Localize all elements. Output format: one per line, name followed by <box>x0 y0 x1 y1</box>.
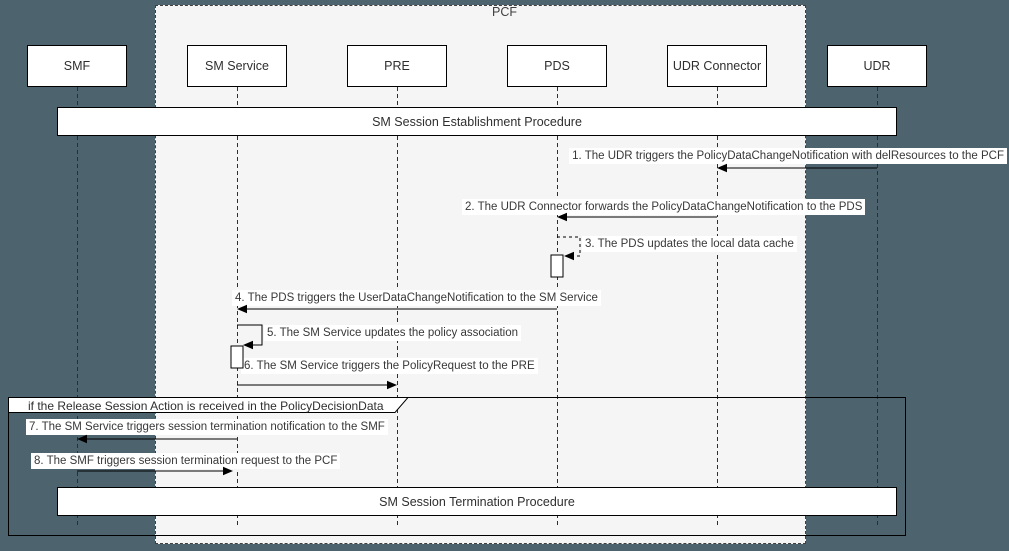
actor-label-udr-connector: UDR Connector <box>672 59 762 73</box>
procedure-band-termination: SM Session Termination Procedure <box>57 487 897 516</box>
message-label-4: 4. The PDS triggers the UserDataChangeNo… <box>232 290 601 306</box>
message-label-8: 8. The SMF triggers session termination … <box>31 453 341 469</box>
actor-box-udr-connector: UDR Connector <box>667 45 767 87</box>
message-label-1: 1. The UDR triggers the PolicyDataChange… <box>569 148 1007 164</box>
procedure-band-establishment: SM Session Establishment Procedure <box>57 107 897 136</box>
condition-frame <box>8 397 906 536</box>
actor-box-udr: UDR <box>827 45 927 87</box>
procedure-band-termination-label: SM Session Termination Procedure <box>379 494 575 509</box>
message-label-6: 6. The SM Service triggers the PolicyReq… <box>241 358 538 374</box>
procedure-band-establishment-label: SM Session Establishment Procedure <box>372 114 582 129</box>
actor-label-pds: PDS <box>544 59 570 73</box>
message-label-5: 5. The SM Service updates the policy ass… <box>264 325 522 341</box>
actor-label-smf: SMF <box>63 59 91 73</box>
message-label-2: 2. The UDR Connector forwards the Policy… <box>462 199 866 215</box>
pcf-container-label: PCF <box>492 5 517 19</box>
condition-frame-label: if the Release Session Action is receive… <box>28 399 384 413</box>
actor-label-pre: PRE <box>384 59 410 73</box>
actor-box-pre: PRE <box>347 45 447 87</box>
actor-box-smf: SMF <box>27 45 127 87</box>
actor-label-sm-service: SM Service <box>205 59 269 73</box>
actor-label-udr: UDR <box>863 59 891 73</box>
message-label-3: 3. The PDS updates the local data cache <box>582 236 797 252</box>
actor-box-sm-service: SM Service <box>187 45 287 87</box>
message-label-7: 7. The SM Service triggers session termi… <box>26 419 388 435</box>
actor-box-pds: PDS <box>507 45 607 87</box>
